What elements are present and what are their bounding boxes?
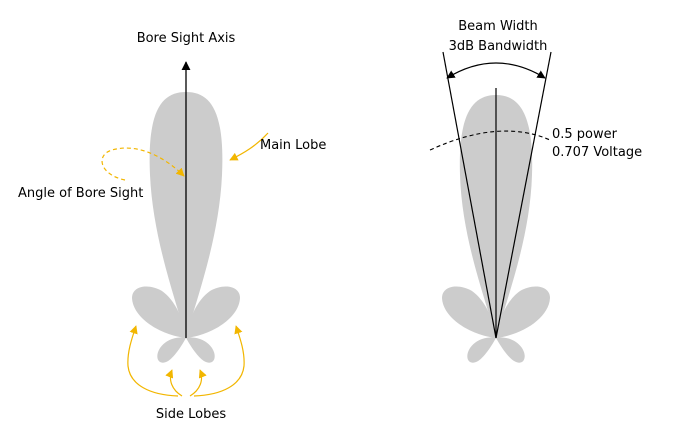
bore-sight-axis-label: Bore Sight Axis [137, 31, 236, 46]
main-lobe-label: Main Lobe [260, 138, 326, 153]
beam-width-right-edge-line [495, 51, 552, 339]
side-lobes-arrow-outer-right [193, 325, 245, 397]
main-lobe-pointer-arrow [229, 132, 269, 161]
beam-width-arc-arrow [446, 62, 546, 79]
right-radiation-pattern [429, 51, 552, 363]
left-lower-right-side-lobe [186, 337, 215, 363]
left-upper-right-side-lobe [186, 286, 240, 338]
half-power-label: 0.5 power [552, 127, 618, 142]
side-lobes-arrow-outer-left [127, 325, 179, 397]
right-upper-left-side-lobe [442, 286, 496, 338]
side-lobes-arrow-inner-left [165, 369, 183, 397]
beam-width-left-edge-line [442, 51, 497, 339]
angle-of-bore-sight-arrow [101, 147, 185, 181]
left-annotation-arrows [101, 132, 269, 397]
left-lower-left-side-lobe [157, 337, 186, 363]
voltage-label: 0.707 Voltage [552, 145, 642, 160]
right-lower-right-side-lobe [496, 337, 525, 363]
side-lobes-arrow-inner-right [189, 369, 207, 397]
angle-of-bore-sight-label: Angle of Bore Sight [18, 186, 143, 201]
left-upper-left-side-lobe [132, 286, 186, 338]
right-upper-right-side-lobe [496, 286, 550, 338]
left-radiation-pattern [132, 61, 240, 363]
bandwidth-label: 3dB Bandwidth [449, 39, 548, 54]
half-power-dashed-arc [429, 130, 551, 151]
right-lower-left-side-lobe [467, 337, 496, 363]
beam-width-label: Beam Width [458, 19, 537, 34]
side-lobes-label: Side Lobes [156, 407, 226, 422]
